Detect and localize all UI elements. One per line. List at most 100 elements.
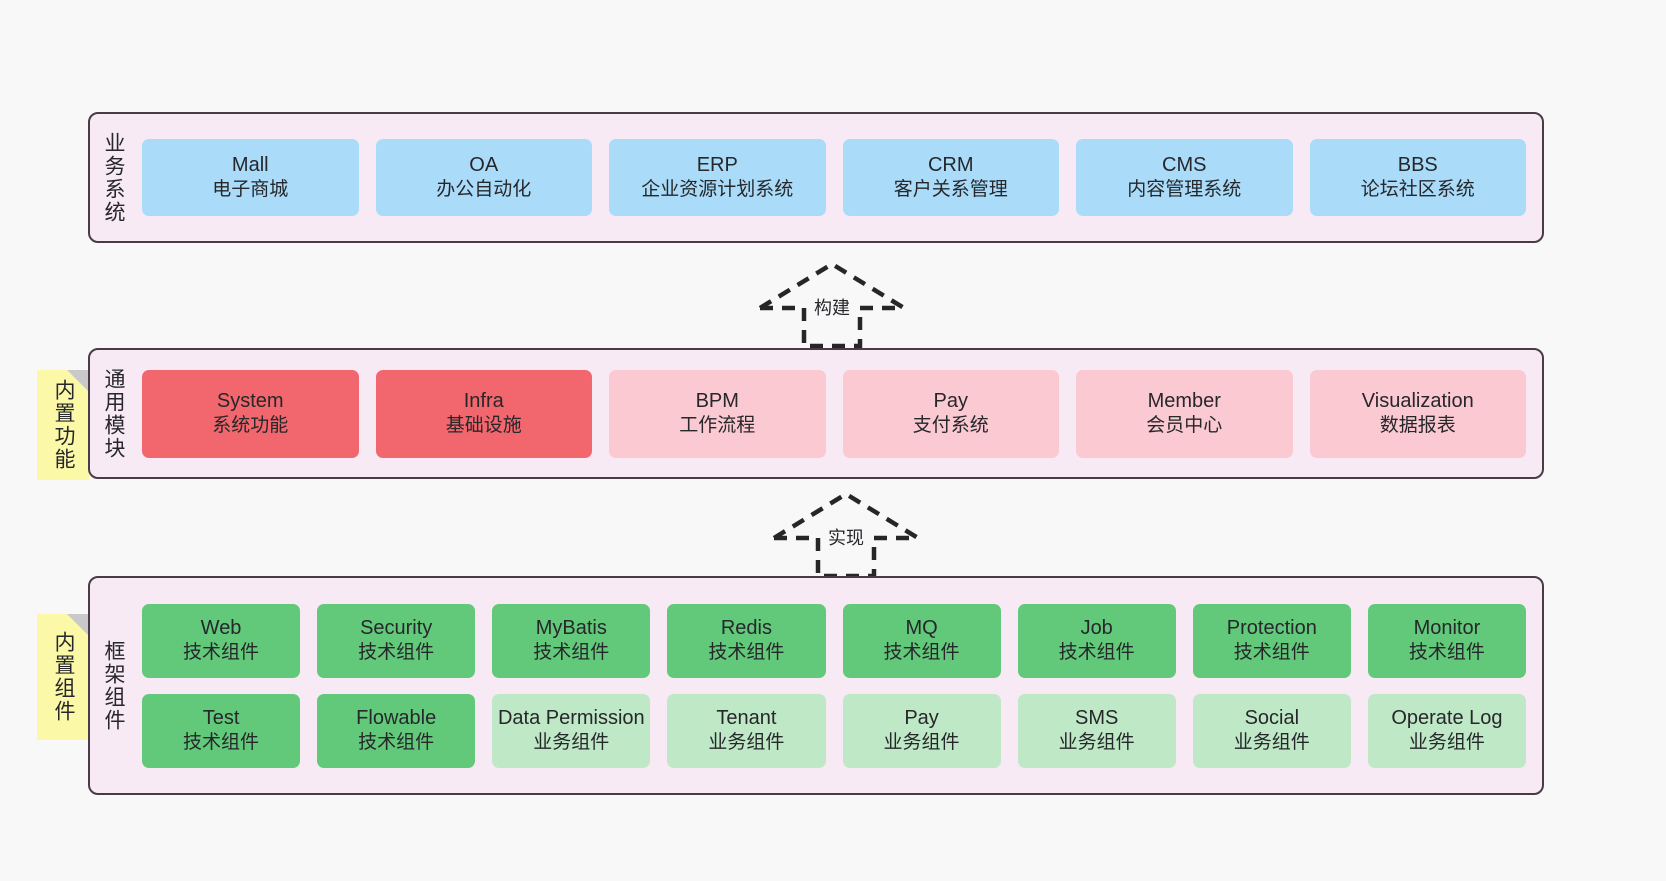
card-oa[interactable]: OA 办公自动化 [375, 139, 592, 216]
card-subtitle: 技术组件 [183, 732, 260, 754]
card-row: Mall 电子商城 OA 办公自动化 ERP 企业资源计划系统 CRM 客户关系… [142, 139, 1526, 216]
card-title: CMS [1162, 153, 1207, 176]
card-bbs[interactable]: BBS 论坛社区系统 [1309, 139, 1526, 216]
card-title: Web [200, 616, 242, 639]
card-title: Data Permission [497, 706, 645, 729]
card-title: OA [469, 153, 499, 176]
card-cms[interactable]: CMS 内容管理系统 [1076, 139, 1293, 216]
card-title: Operate Log [1391, 706, 1503, 729]
sticky-note-built-in-function: 内置功能 [37, 370, 89, 480]
card-social[interactable]: Social 业务组件 [1192, 693, 1351, 768]
card-tenant[interactable]: Tenant 业务组件 [667, 693, 826, 768]
card-title: Infra [463, 389, 504, 412]
card-subtitle: 业务组件 [708, 732, 785, 754]
sticky-note-built-in-component: 内置组件 [37, 614, 89, 740]
card-monitor[interactable]: Monitor 技术组件 [1367, 603, 1526, 678]
connector-implement-label: 实现 [828, 528, 864, 548]
card-title: System [216, 389, 284, 412]
card-title: Mall [231, 153, 269, 176]
card-subtitle: 支付系统 [912, 415, 989, 437]
connector-implement: 实现 [766, 488, 926, 578]
card-subtitle: 技术组件 [1408, 642, 1485, 664]
card-title: Pay [933, 389, 968, 412]
layer-business-systems-cards: Mall 电子商城 OA 办公自动化 ERP 企业资源计划系统 CRM 客户关系… [136, 114, 1542, 241]
card-title: SMS [1075, 706, 1119, 729]
layer-title-common-modules: 通用模块 [102, 367, 126, 460]
card-mq[interactable]: MQ 技术组件 [842, 603, 1001, 678]
card-redis[interactable]: Redis 技术组件 [667, 603, 826, 678]
card-operate-log[interactable]: Operate Log 业务组件 [1367, 693, 1526, 768]
card-infra[interactable]: Infra 基础设施 [375, 369, 592, 458]
card-subtitle: 企业资源计划系统 [641, 179, 794, 201]
card-title: Test [202, 706, 240, 729]
card-job[interactable]: Job 技术组件 [1017, 603, 1176, 678]
connector-build-label: 构建 [814, 298, 850, 318]
card-subtitle: 办公自动化 [436, 179, 532, 201]
card-data-permission[interactable]: Data Permission 业务组件 [492, 693, 651, 768]
sticky-note-label: 内置组件 [52, 631, 76, 723]
layer-title-business-systems: 业务系统 [102, 131, 126, 224]
card-title: Security [360, 616, 433, 639]
card-subtitle: 技术组件 [358, 642, 435, 664]
card-subtitle: 技术组件 [1233, 642, 1310, 664]
card-title: Member [1147, 389, 1221, 412]
card-subtitle: 技术组件 [708, 642, 785, 664]
card-title: Social [1244, 706, 1300, 729]
layer-framework-components-cards: Web 技术组件 Security 技术组件 MyBatis 技术组件 Redi… [136, 578, 1542, 793]
card-member[interactable]: Member 会员中心 [1076, 369, 1293, 458]
card-title: Tenant [716, 706, 777, 729]
card-subtitle: 工作流程 [679, 415, 756, 437]
card-title: Pay [904, 706, 939, 729]
layer-title-framework-components: 框架组件 [102, 639, 126, 732]
card-subtitle: 技术组件 [1058, 642, 1135, 664]
card-pay-component[interactable]: Pay 业务组件 [842, 693, 1001, 768]
card-mybatis[interactable]: MyBatis 技术组件 [492, 603, 651, 678]
card-subtitle: 数据报表 [1379, 415, 1456, 437]
card-title: Flowable [356, 706, 437, 729]
layer-business-systems: 业务系统 Mall 电子商城 OA 办公自动化 ERP 企业资源计划系统 CRM… [88, 112, 1544, 243]
card-title: Redis [720, 616, 772, 639]
card-security[interactable]: Security 技术组件 [317, 603, 476, 678]
card-subtitle: 会员中心 [1146, 415, 1223, 437]
card-subtitle: 业务组件 [1058, 732, 1135, 754]
card-title: BPM [695, 389, 739, 412]
card-subtitle: 客户关系管理 [893, 179, 1008, 201]
card-subtitle: 业务组件 [883, 732, 960, 754]
card-protection[interactable]: Protection 技术组件 [1192, 603, 1351, 678]
card-title: Job [1080, 616, 1113, 639]
folded-corner-icon [67, 370, 89, 392]
card-subtitle: 业务组件 [1408, 732, 1485, 754]
card-subtitle: 技术组件 [533, 642, 610, 664]
card-system[interactable]: System 系统功能 [142, 369, 359, 458]
card-subtitle: 基础设施 [445, 415, 522, 437]
card-row: Test 技术组件 Flowable 技术组件 Data Permission … [142, 693, 1526, 768]
card-subtitle: 技术组件 [358, 732, 435, 754]
card-subtitle: 内容管理系统 [1127, 179, 1242, 201]
folded-corner-icon [67, 614, 89, 636]
card-title: BBS [1397, 153, 1438, 176]
card-test[interactable]: Test 技术组件 [142, 693, 301, 768]
card-flowable[interactable]: Flowable 技术组件 [317, 693, 476, 768]
card-row: Web 技术组件 Security 技术组件 MyBatis 技术组件 Redi… [142, 603, 1526, 678]
card-title: ERP [696, 153, 738, 176]
card-subtitle: 业务组件 [1233, 732, 1310, 754]
card-subtitle: 论坛社区系统 [1360, 179, 1475, 201]
card-subtitle: 技术组件 [883, 642, 960, 664]
card-web[interactable]: Web 技术组件 [142, 603, 301, 678]
card-erp[interactable]: ERP 企业资源计划系统 [609, 139, 826, 216]
card-visualization[interactable]: Visualization 数据报表 [1309, 369, 1526, 458]
layer-framework-components: 框架组件 Web 技术组件 Security 技术组件 MyBatis 技术组件… [88, 576, 1544, 795]
card-crm[interactable]: CRM 客户关系管理 [842, 139, 1059, 216]
card-subtitle: 系统功能 [212, 415, 289, 437]
card-title: MyBatis [535, 616, 607, 639]
card-subtitle: 电子商城 [212, 179, 289, 201]
card-subtitle: 技术组件 [183, 642, 260, 664]
layer-common-modules: 通用模块 System 系统功能 Infra 基础设施 BPM 工作流程 Pay… [88, 348, 1544, 479]
card-bpm[interactable]: BPM 工作流程 [609, 369, 826, 458]
card-sms[interactable]: SMS 业务组件 [1017, 693, 1176, 768]
sticky-note-label: 内置功能 [52, 379, 76, 471]
card-pay[interactable]: Pay 支付系统 [842, 369, 1059, 458]
card-mall[interactable]: Mall 电子商城 [142, 139, 359, 216]
card-subtitle: 业务组件 [533, 732, 610, 754]
